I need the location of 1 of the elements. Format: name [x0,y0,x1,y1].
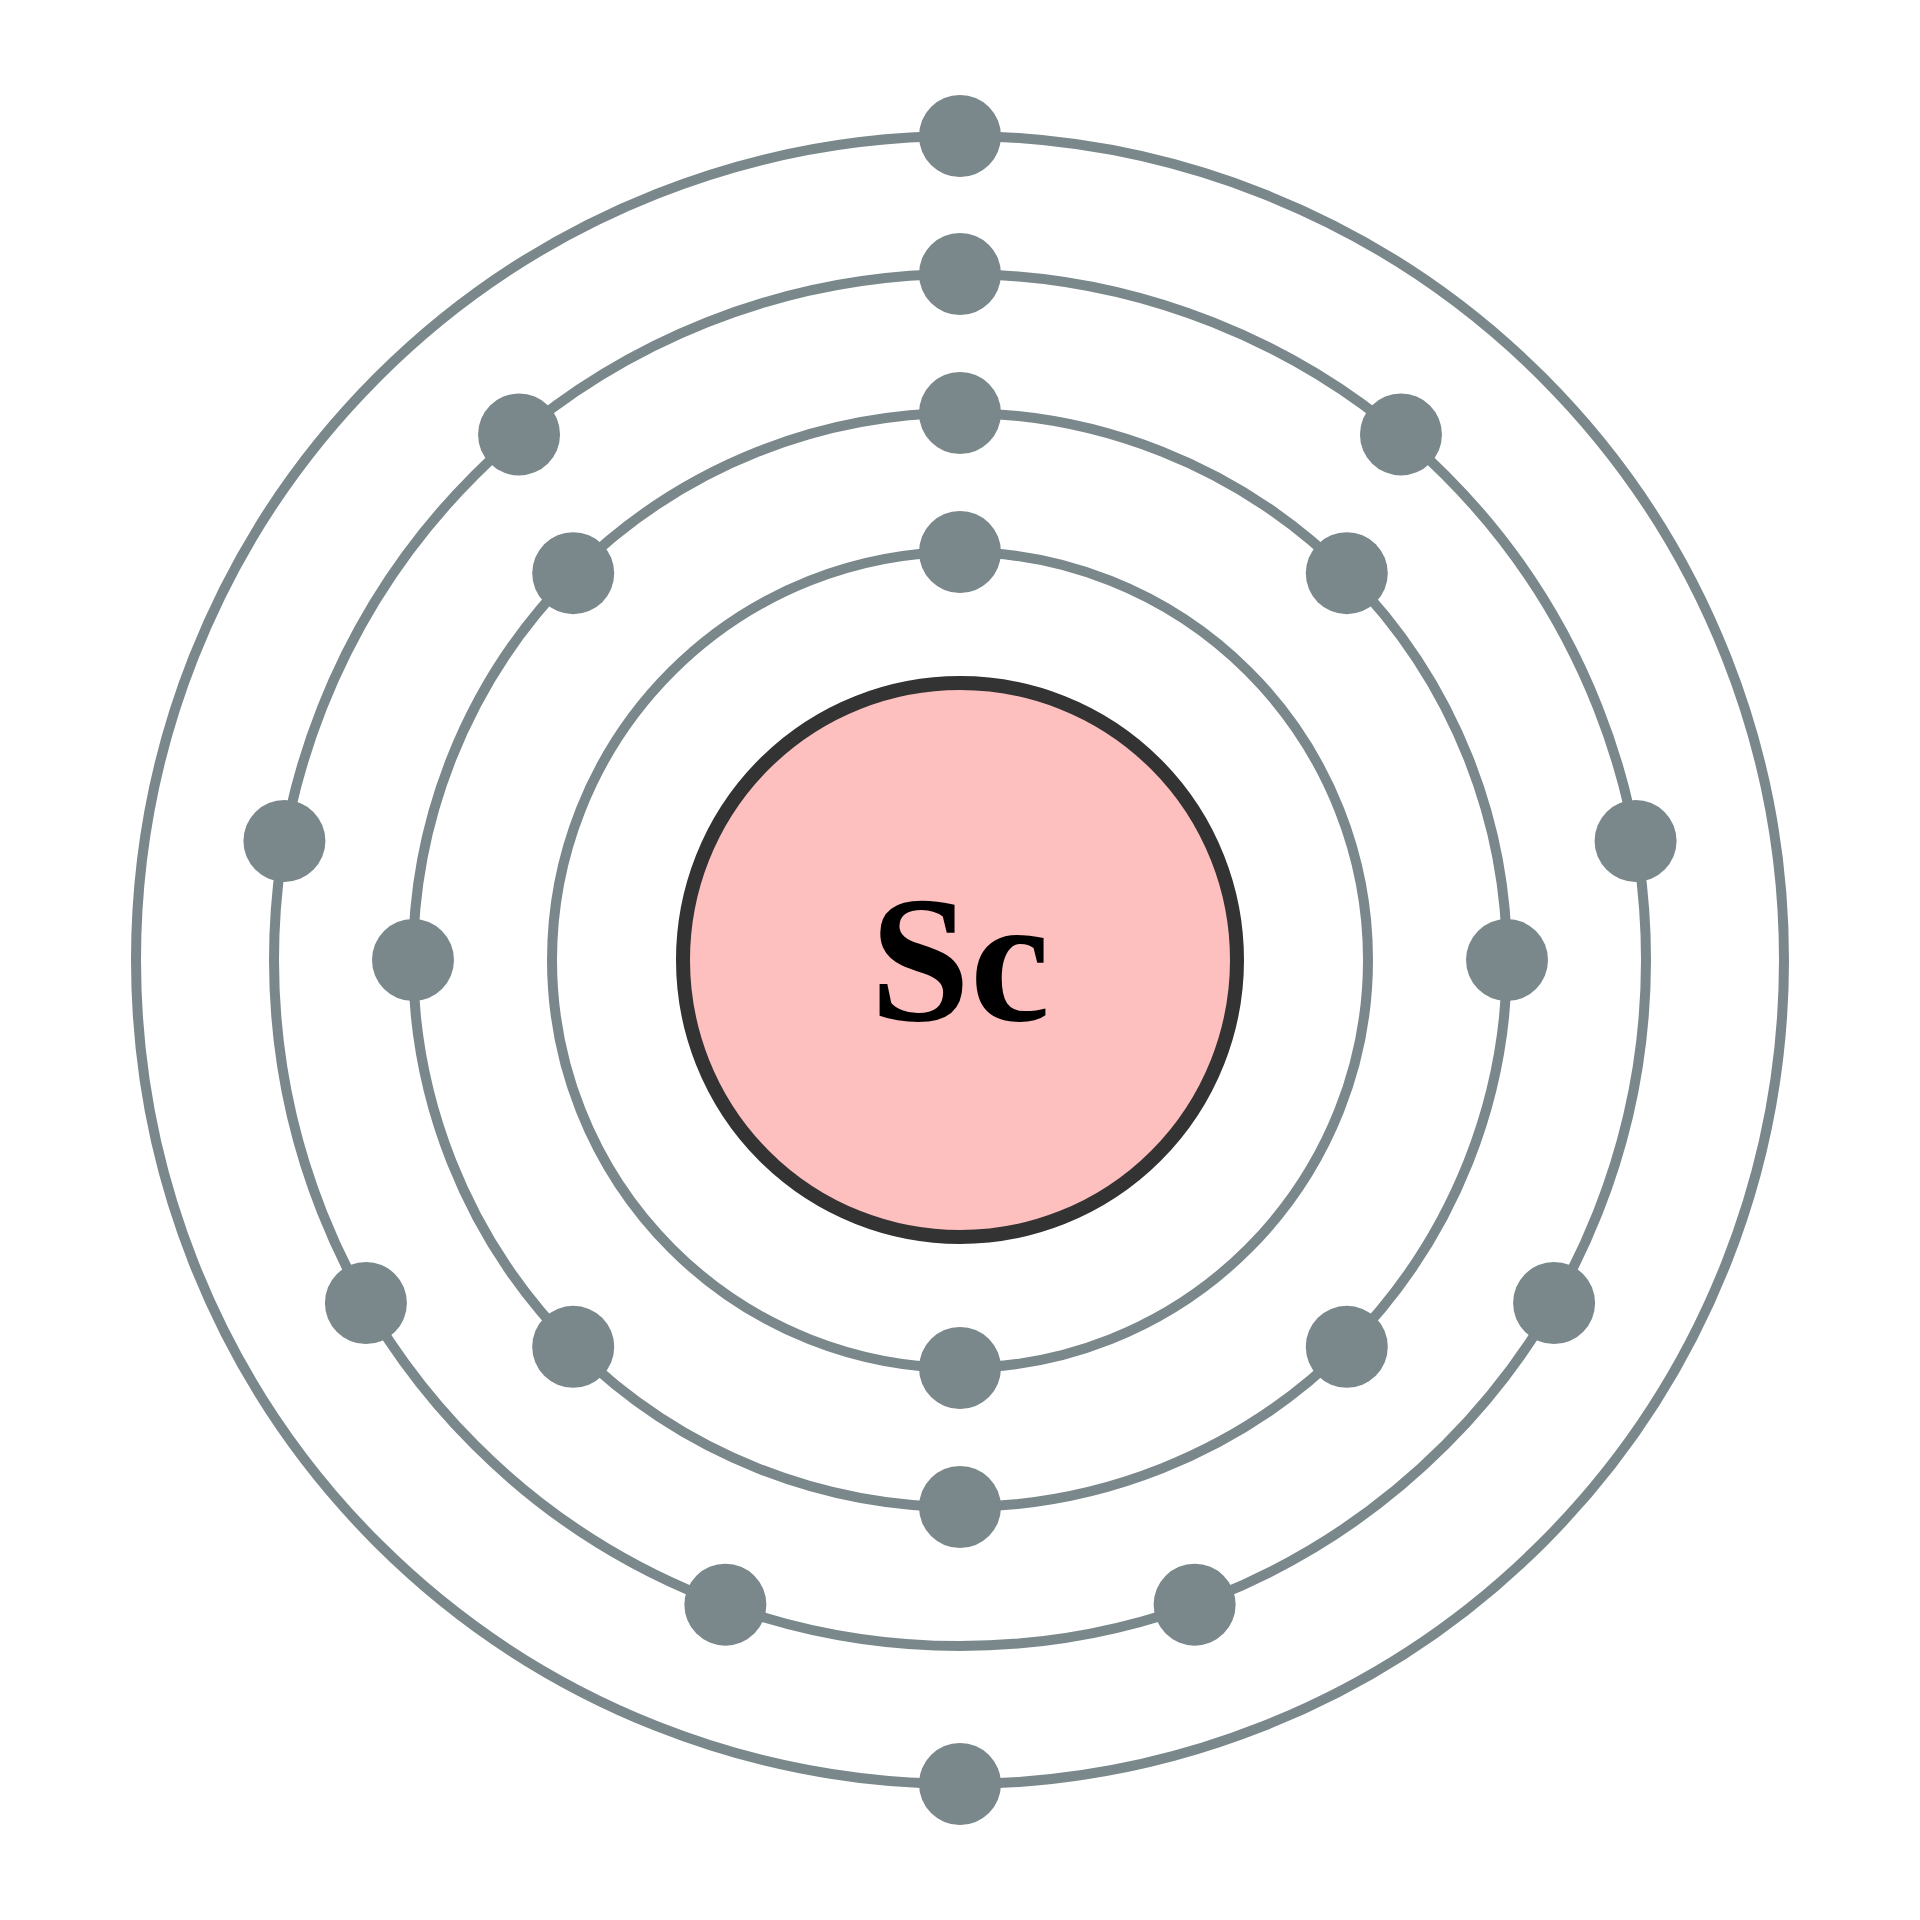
element-symbol: Sc [870,870,1050,1050]
